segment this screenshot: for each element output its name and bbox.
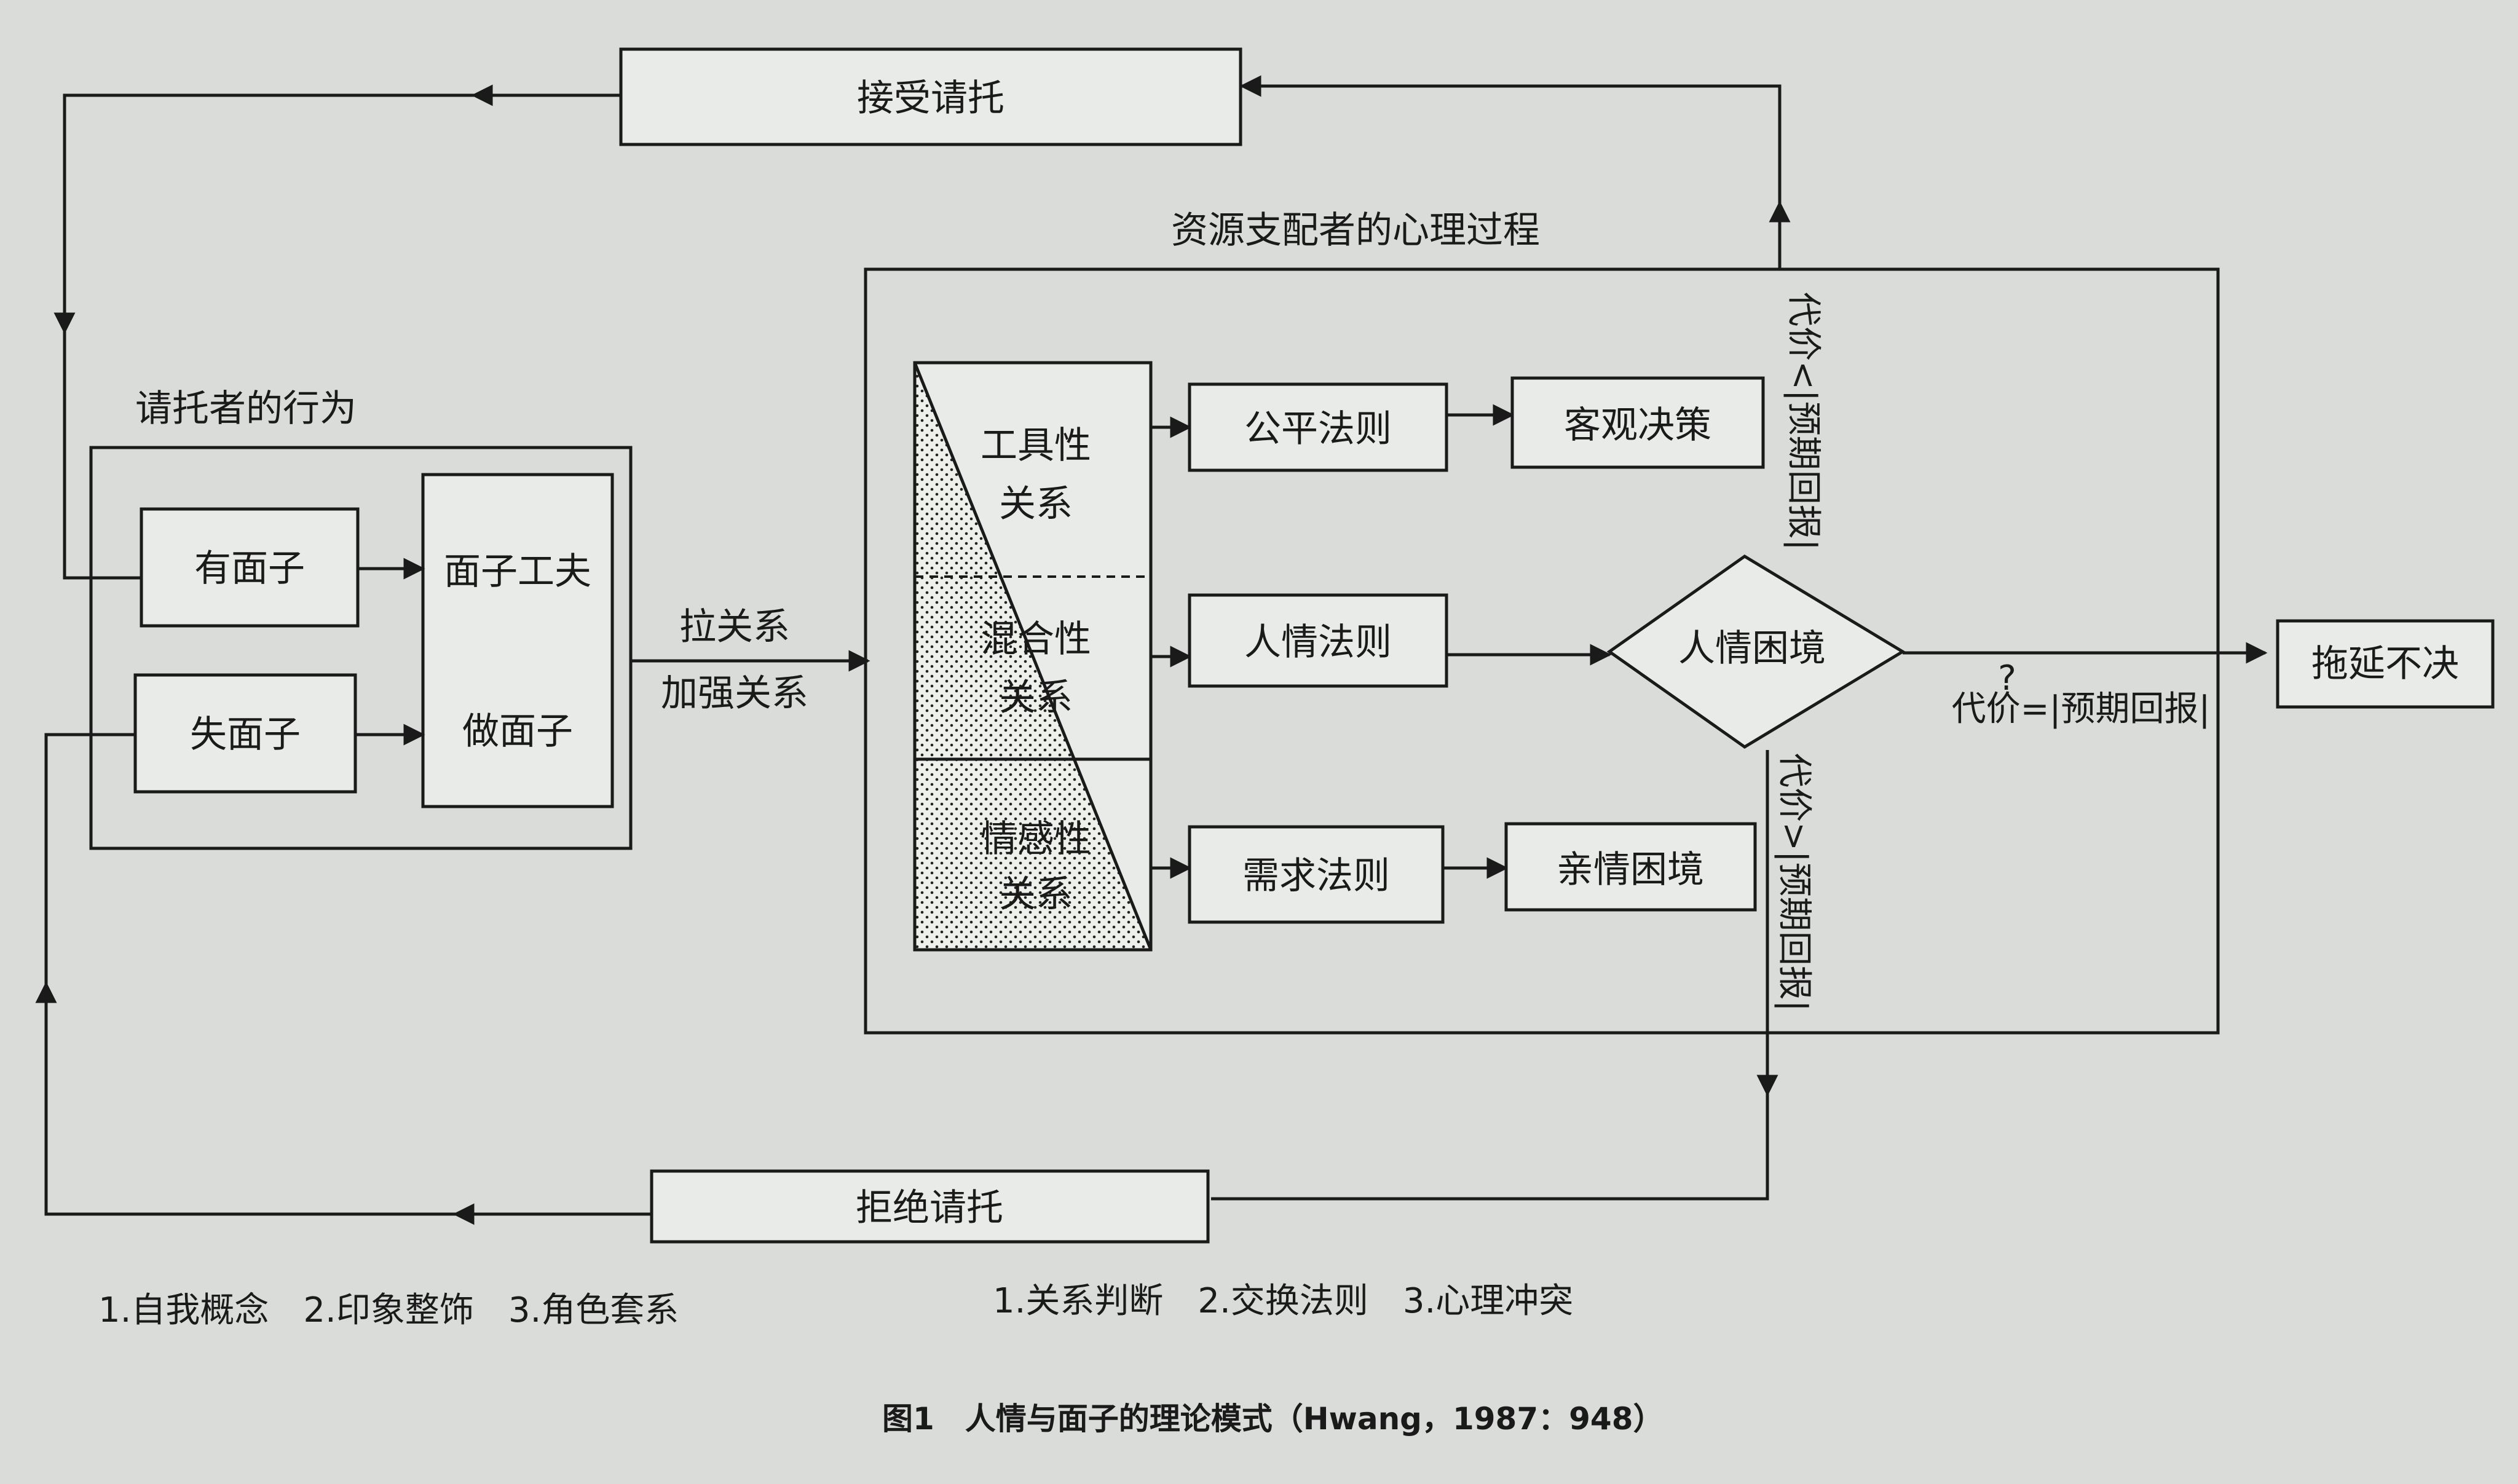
strengthen-relation-label: 加强关系 — [661, 672, 808, 715]
delay-label: 拖延不决 — [2311, 642, 2459, 685]
accept-request-box — [619, 47, 1242, 146]
requester-frame — [89, 446, 633, 850]
allocator-frame — [864, 267, 2220, 1035]
renqing-dilemma-label: 人情困境 — [1678, 627, 1826, 670]
lose-face-label: 失面子 — [190, 713, 301, 756]
requester-title: 请托者的行为 — [135, 387, 357, 430]
has-face-box — [140, 507, 360, 628]
kin-dilemma-label: 亲情困境 — [1557, 848, 1704, 891]
objective-decision-label: 客观决策 — [1564, 404, 1711, 447]
cost-equal-label: 代价=|预期回报| — [1952, 689, 2211, 729]
need-rule-box — [1188, 825, 1445, 924]
face-work-label: 面子工夫 — [444, 550, 591, 593]
allocator-title: 资源支配者的心理过程 — [1171, 209, 1540, 252]
equity-rule-label: 公平法则 — [1244, 408, 1392, 451]
equity-rule-box — [1188, 382, 1448, 472]
instrumental-label-1: 工具性 — [981, 424, 1091, 467]
expressive-label-2: 关系 — [999, 873, 1073, 916]
make-face-label: 做面子 — [462, 710, 573, 753]
renqing-rule-box — [1188, 593, 1448, 688]
requester-notes: 1.自我概念 2.印象整饰 3.角色套系 — [98, 1290, 679, 1330]
mixed-label-2: 关系 — [999, 676, 1073, 719]
reject-request-box — [650, 1169, 1210, 1244]
kin-dilemma-box — [1504, 822, 1757, 912]
relationship-diagonal — [913, 362, 1153, 950]
need-rule-label: 需求法则 — [1242, 854, 1390, 898]
reject-request-label: 拒绝请托 — [856, 1186, 1003, 1229]
has-face-label: 有面子 — [194, 547, 305, 590]
accept-connector-left — [63, 93, 621, 580]
renqing-rule-label: 人情法则 — [1244, 621, 1392, 664]
reject-connector-right — [1211, 750, 1769, 1201]
question-mark: ? — [1998, 658, 2016, 698]
cost-more-label: 代价>|预期回报| — [1774, 753, 1814, 1012]
cost-less-label: 代价<|预期回报| — [1783, 292, 1823, 551]
objective-decision-box — [1510, 376, 1765, 469]
delay-box — [2276, 619, 2495, 709]
renqing-dilemma-diamond — [1606, 555, 1906, 749]
lose-face-box — [133, 673, 357, 794]
accept-request-label: 接受请托 — [857, 77, 1004, 120]
expressive-label-1: 情感性 — [981, 818, 1091, 861]
pull-relation-label: 拉关系 — [679, 606, 790, 649]
face-work-box — [421, 473, 614, 808]
mixed-label-1: 混合性 — [981, 618, 1091, 661]
allocator-notes: 1.关系判断 2.交换法则 3.心理冲突 — [993, 1281, 1573, 1321]
figure-caption: 图1 人情与面子的理论模式（Hwang，1987：948） — [882, 1401, 1664, 1437]
instrumental-label-2: 关系 — [999, 483, 1073, 526]
